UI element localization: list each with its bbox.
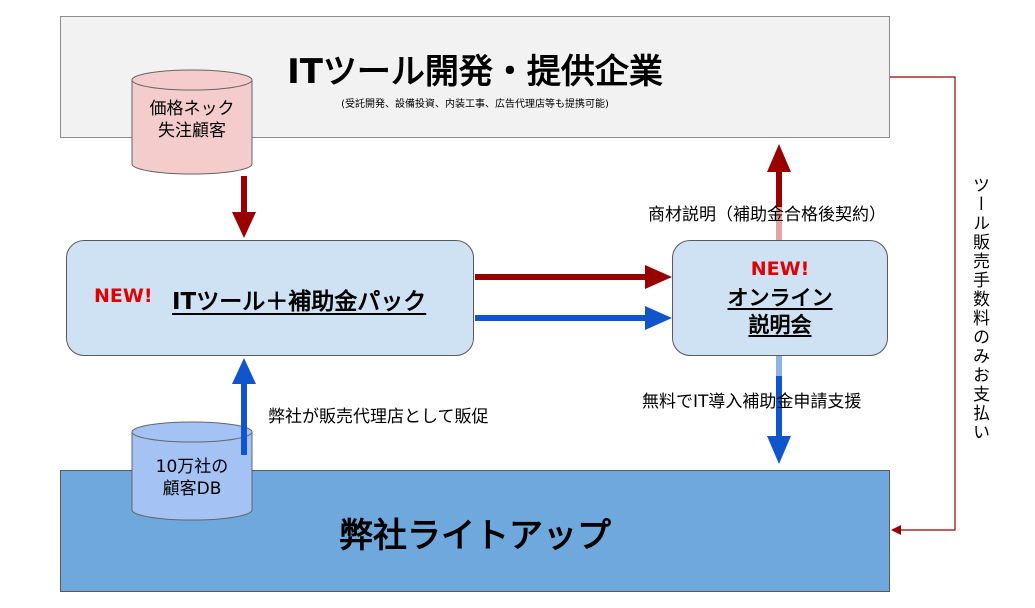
online-seminar-box [672, 240, 888, 356]
lost-customers-label: 価格ネック 失注顧客 [132, 98, 252, 142]
arrow-pack-to-online-red [475, 265, 672, 289]
commission-note-vertical: ツール販売手数料のみお支払い [969, 176, 989, 442]
material-explanation-note: 商材説明（補助金合格後契約） [648, 205, 886, 225]
lost-customers-line2: 失注顧客 [158, 121, 226, 141]
pack-title: ITツール＋補助金パック [172, 289, 427, 315]
online-new-badge: NEW! [750, 258, 810, 280]
lost-customers-line1: 価格ネック [149, 99, 235, 119]
lost-customers-cylinder [131, 69, 253, 175]
arrow-lost-to-pack [232, 176, 256, 238]
customer-db-line1: 10万社の [155, 457, 229, 477]
it-tool-pack-box [66, 240, 474, 356]
online-title-line2: 説明会 [748, 313, 812, 337]
arrow-pack-to-online-blue [475, 306, 672, 330]
customer-db-line2: 顧客DB [162, 479, 222, 499]
arrow-db-to-pack [232, 358, 256, 455]
customer-db-cylinder [131, 421, 253, 521]
pack-new-badge: NEW! [94, 285, 153, 307]
sales-agency-note: 弊社が販売代理店として販促 [268, 407, 489, 427]
lightup-company-title: 弊社ライトアップ [339, 516, 611, 556]
free-support-note: 無料でIT導入補助金申請支援 [642, 392, 862, 412]
arrow-online-to-provider [767, 144, 791, 240]
customer-db-label: 10万社の 顧客DB [132, 456, 252, 500]
arrow-online-to-lightup [767, 356, 791, 464]
provider-company-title: ITツール開発・提供企業 [287, 52, 663, 92]
provider-company-subtitle: (受託開発、設備投資、内装工事、広告代理店等も提携可能) [341, 99, 609, 110]
commission-connector [890, 76, 956, 535]
online-title-line1: オンライン [727, 286, 833, 310]
